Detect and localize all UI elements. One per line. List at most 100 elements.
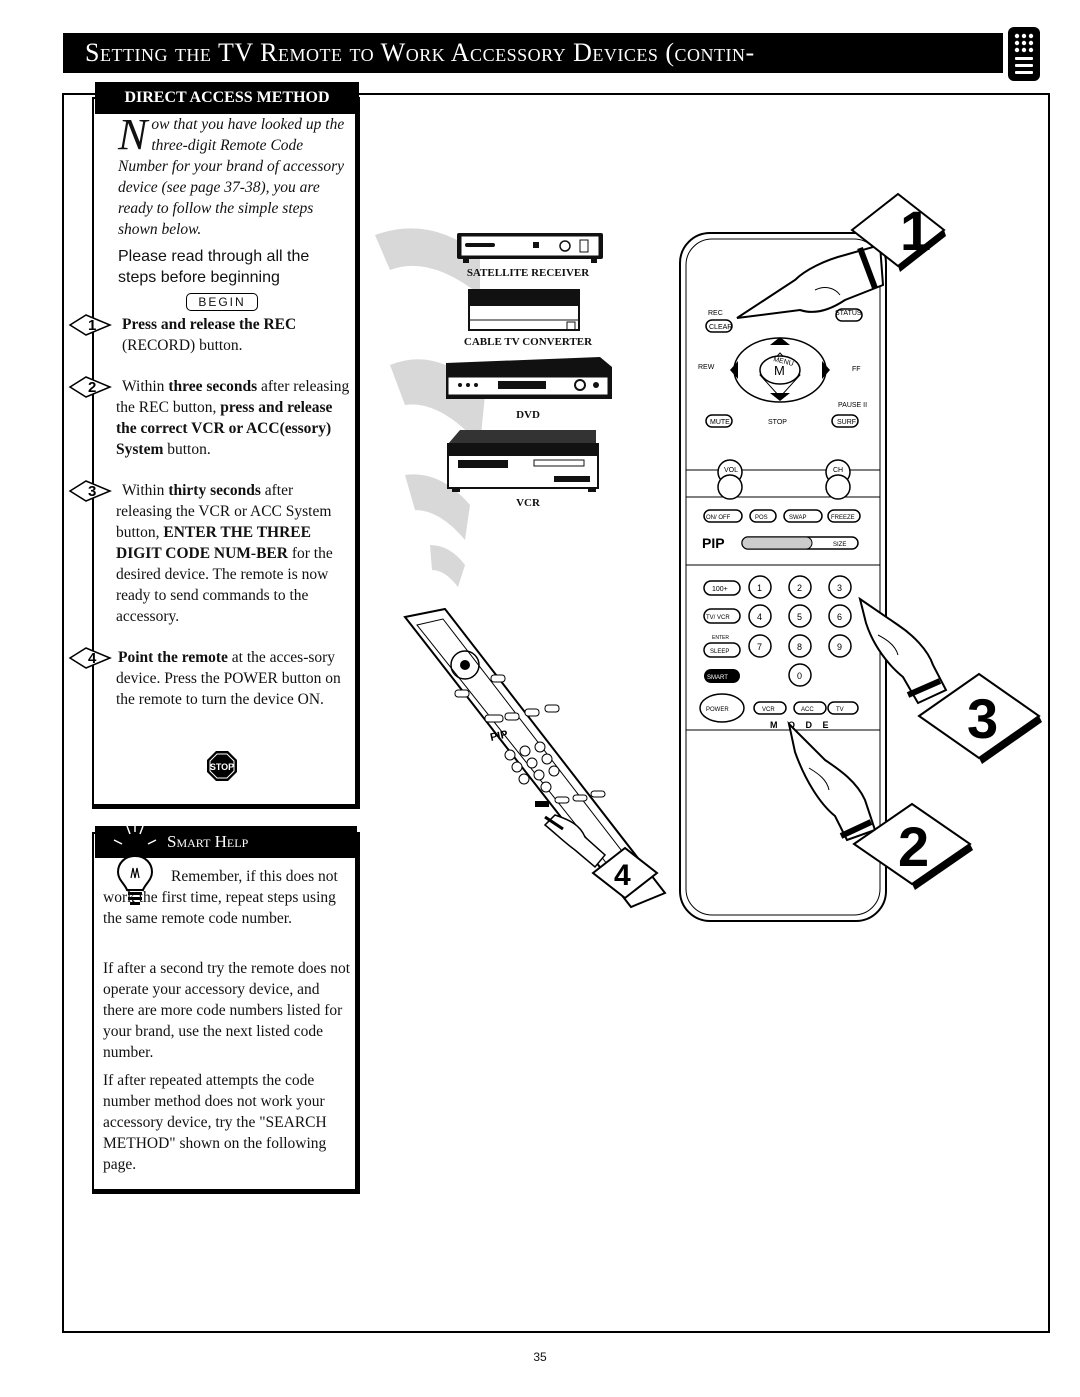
begin-badge: BEGIN xyxy=(186,293,258,311)
digit-6: 6 xyxy=(837,612,842,622)
clear-label: CLEAR xyxy=(709,324,732,331)
step-1-number: 1 xyxy=(88,317,96,334)
stop-label: STOP xyxy=(768,419,787,426)
large-remote-image: REC CLEAR STATUS MENU M REW FF PAUSE II … xyxy=(679,232,887,922)
device-label-dvd: DVD xyxy=(516,409,540,421)
step-2-text: Within three seconds after releasing the… xyxy=(116,376,352,460)
vol-label: VOL xyxy=(724,467,738,474)
freeze-label: FREEZE xyxy=(831,515,855,521)
step-3-bold-b: ENTER THE THREE DIGIT CODE NUM-BER xyxy=(116,524,311,562)
ch-label: CH xyxy=(833,467,843,474)
page-title: Setting the TV Remote to Work Accessory … xyxy=(85,38,755,67)
cable-converter-image xyxy=(468,289,580,331)
direct-access-heading: DIRECT ACCESS METHOD xyxy=(95,82,359,114)
direct-access-panel xyxy=(92,97,360,809)
step-1-rest: (RECORD) button. xyxy=(122,337,243,354)
digit-5: 5 xyxy=(797,612,802,622)
page-title-banner: Setting the TV Remote to Work Accessory … xyxy=(63,33,1003,73)
status-label: STATUS xyxy=(835,310,862,317)
smart-help-paragraph-3: If after repeated attempts the code numb… xyxy=(103,1072,327,1173)
angled-remote-image: PIP xyxy=(403,607,667,909)
hand-pointing-digits-icon xyxy=(858,596,948,705)
remote-control-icon xyxy=(1008,27,1040,81)
enter-label: ENTER xyxy=(712,635,729,641)
pos-label: POS xyxy=(755,515,768,521)
smart-help-heading: Smart Help xyxy=(95,826,357,858)
onoff-label: ON/ OFF xyxy=(706,515,731,521)
step-1-bold: Press and release the REC xyxy=(122,316,297,333)
lightbulb-icon xyxy=(113,822,157,905)
mode-label: M O D E xyxy=(770,720,833,730)
callout-4-number: 4 xyxy=(614,859,631,892)
vcr-label: VCR xyxy=(762,707,775,713)
digit-3: 3 xyxy=(837,583,842,593)
step-2-end: button. xyxy=(163,441,211,458)
stop-sign-label: STOP xyxy=(210,762,234,772)
tvvcr-label: TV/ VCR xyxy=(706,615,730,621)
digit-9: 9 xyxy=(837,642,842,652)
step-4-number: 4 xyxy=(88,650,97,667)
size-label: SIZE xyxy=(833,542,846,548)
vcr-image xyxy=(447,430,599,492)
callout-1-number: 1 xyxy=(900,199,931,262)
rec-label: REC xyxy=(708,310,723,317)
device-label-satellite: SATELLITE RECEIVER xyxy=(466,267,590,279)
callout-3-number: 3 xyxy=(967,687,998,750)
surf-label: SURF xyxy=(837,419,856,426)
step-3-mid: after releasing the VCR or ACC System bu… xyxy=(116,482,332,541)
m-label: M xyxy=(774,363,785,378)
ff-label: FF xyxy=(852,366,861,373)
step-1-marker: 1 xyxy=(68,314,112,336)
callout-1: 1 xyxy=(850,192,946,272)
digit-0: 0 xyxy=(797,671,802,681)
intro-dropcap: N xyxy=(118,110,148,159)
swap-label: SWAP xyxy=(789,515,806,521)
digit-1: 1 xyxy=(757,583,762,593)
digit-8: 8 xyxy=(797,642,802,652)
svg-text:PIP: PIP xyxy=(489,729,509,744)
page-number: 35 xyxy=(533,1350,547,1364)
rew-label: REW xyxy=(698,364,715,371)
smart-label: SMART xyxy=(707,675,728,681)
step-3-marker: 3 xyxy=(68,480,112,502)
dvd-player-image xyxy=(446,357,612,399)
content-frame xyxy=(62,93,1050,1333)
pause-label: PAUSE II xyxy=(838,402,867,409)
step-3-end: for the desired device. The remote is no… xyxy=(116,545,333,625)
step-3-text: Within thirty seconds after releasing th… xyxy=(116,480,352,627)
menu-label: MENU xyxy=(773,356,795,368)
callout-2-number: 2 xyxy=(898,815,929,878)
step-3-number: 3 xyxy=(88,483,96,500)
callout-3: 3 xyxy=(917,672,1042,764)
hand-pointing-rec-icon xyxy=(736,243,885,319)
step-4-marker: 4 xyxy=(68,647,112,669)
step-4-rest: at the acces-sory device. Press the POWE… xyxy=(116,649,341,708)
tv-label: TV xyxy=(836,707,844,713)
satellite-receiver-image xyxy=(457,233,603,263)
step-4-text: Point the remote at the acces-sory devic… xyxy=(116,647,352,710)
step-2-number: 2 xyxy=(88,379,96,396)
step-2-bold-b: press and release the correct VCR or ACC… xyxy=(116,399,333,458)
device-label-vcr: VCR xyxy=(516,497,540,509)
step-1-text: Press and release the REC (RECORD) butto… xyxy=(122,314,352,356)
mute-label: MUTE xyxy=(710,419,730,426)
callout-2: 2 xyxy=(852,802,973,890)
step-2-mid: after releasing the REC button, xyxy=(116,378,350,416)
power-label: POWER xyxy=(706,707,729,713)
smart-help-paragraph-1: Remember, if this does not work the firs… xyxy=(103,866,353,929)
step-3-lead: Within xyxy=(122,482,169,499)
hand-pointing-mode-icon xyxy=(787,720,877,842)
smart-help-paragraph-2: If after a second try the remote does no… xyxy=(103,960,351,1061)
acc-label: ACC xyxy=(801,707,814,713)
read-note: Please read through all the steps before… xyxy=(118,248,310,286)
digit-2: 2 xyxy=(797,583,802,593)
callout-4: 4 xyxy=(591,846,659,900)
step-2-marker: 2 xyxy=(68,376,112,398)
digit-7: 7 xyxy=(757,642,762,652)
smart-help-text-1: Remember, if this does not work the firs… xyxy=(103,868,338,927)
step-2-lead: Within xyxy=(122,378,169,395)
sleep-label: SLEEP xyxy=(710,649,729,655)
pip-label: PIP xyxy=(702,535,725,551)
stop-sign-icon: STOP xyxy=(207,751,237,781)
